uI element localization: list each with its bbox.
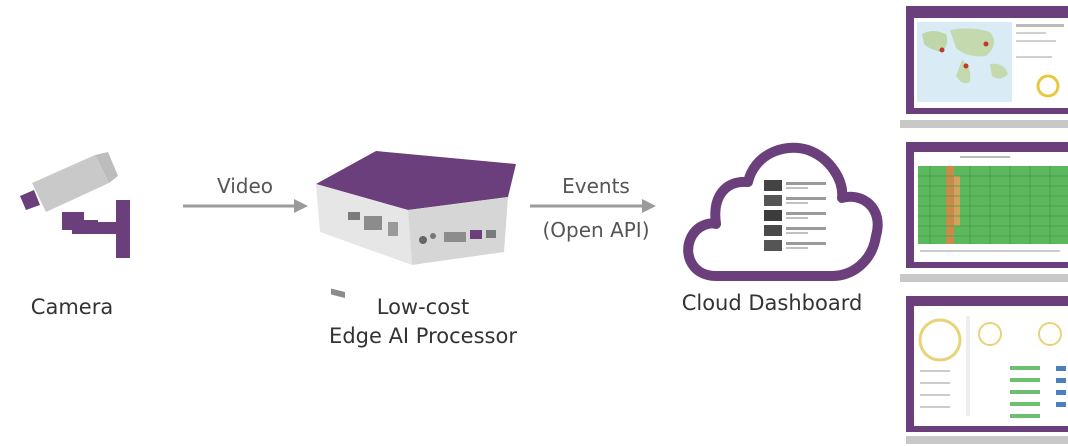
laptop-stats-dashboard	[906, 296, 1068, 444]
heatmap-grid	[918, 166, 1068, 244]
video-arrow-label: Video	[216, 174, 274, 198]
events-arrow-label-line2: (Open API)	[542, 218, 650, 242]
events-arrow	[530, 199, 656, 213]
camera-icon	[20, 152, 130, 258]
camera-label: Camera	[30, 295, 114, 319]
processor-label-line2: Edge AI Processor	[329, 324, 517, 348]
cloud-event-list	[764, 180, 826, 251]
cloud-dashboard-label: Cloud Dashboard	[681, 291, 863, 315]
laptop-map-dashboard	[900, 6, 1068, 128]
events-arrow-label-line1: Events	[562, 174, 630, 198]
video-arrow	[183, 199, 308, 213]
cloud-icon	[683, 142, 883, 281]
edge-processor-icon	[316, 151, 516, 299]
laptop-heatmap-dashboard	[900, 142, 1068, 282]
processor-label-line1: Low-cost	[376, 295, 470, 319]
